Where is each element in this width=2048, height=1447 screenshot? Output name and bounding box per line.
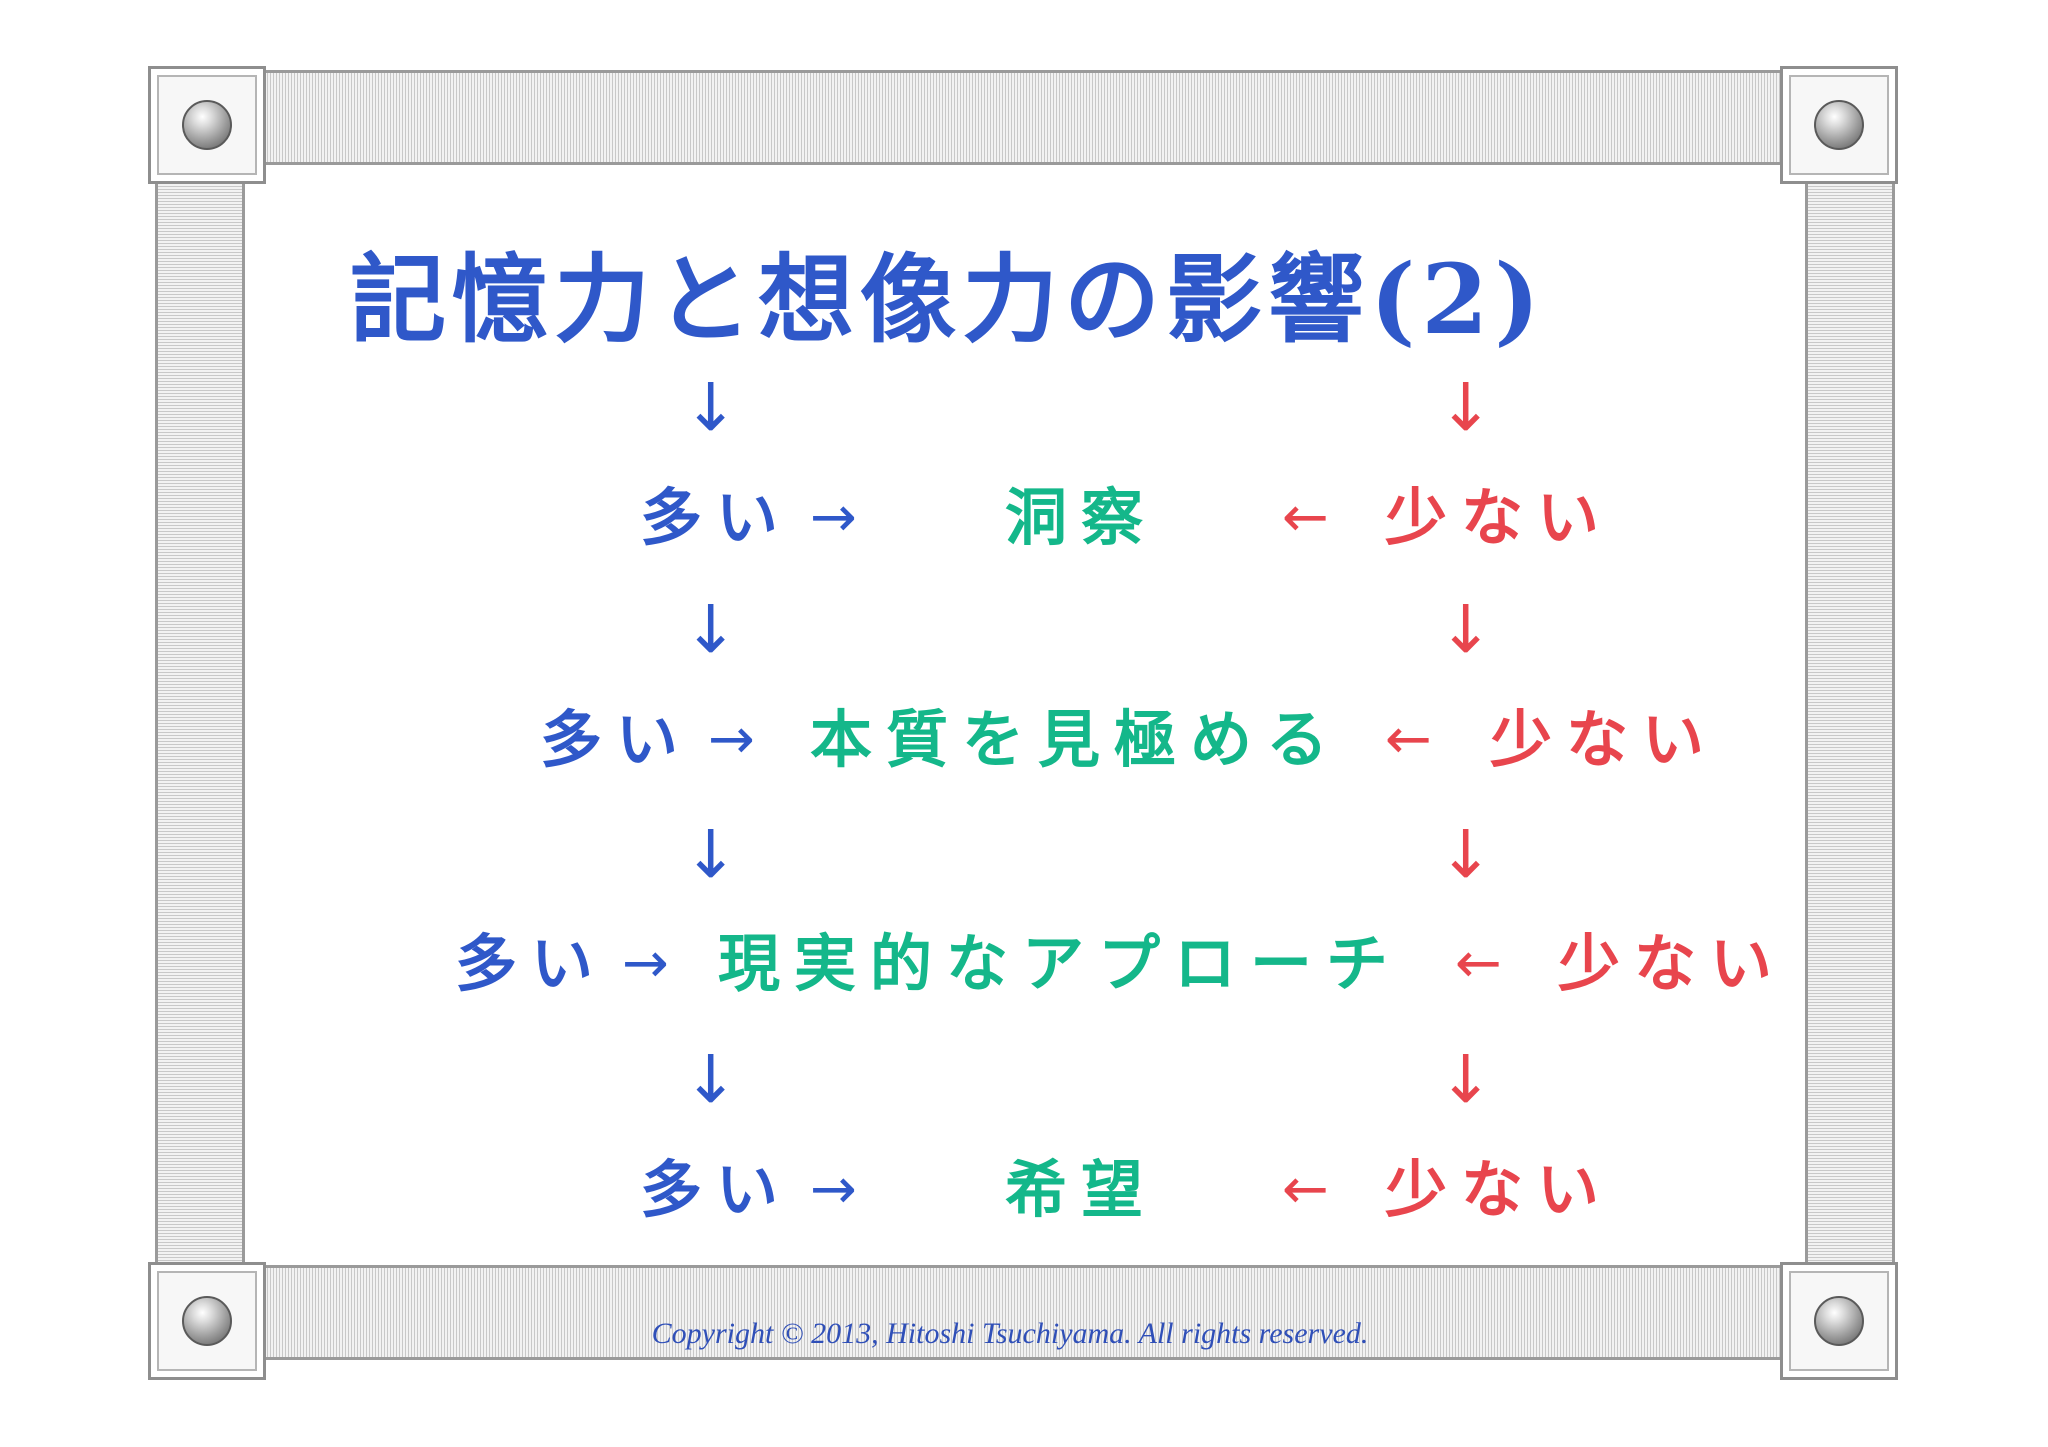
content-area bbox=[245, 165, 1805, 1265]
down-arrow-right-4: ↓ bbox=[1438, 1041, 1494, 1118]
rivet-icon bbox=[1814, 1296, 1864, 1346]
row-1-left-arrow: ← bbox=[1282, 485, 1329, 550]
row-3-left-label: 多い bbox=[455, 927, 608, 1000]
page-title: 記憶力と想像力の影響(2) bbox=[350, 243, 1546, 356]
row-1-right-arrow: → bbox=[810, 485, 857, 550]
rivet-icon bbox=[182, 100, 232, 150]
rivet-icon bbox=[182, 1296, 232, 1346]
frame-corner-top-left bbox=[148, 66, 266, 184]
row-3-right-label: 少ない bbox=[1558, 927, 1787, 1000]
row-2-right-arrow: → bbox=[708, 707, 755, 772]
frame-corner-bottom-right bbox=[1780, 1262, 1898, 1380]
row-2-left-arrow: ← bbox=[1385, 707, 1432, 772]
down-arrow-right-2: ↓ bbox=[1438, 591, 1494, 668]
row-3-right-arrow: → bbox=[622, 931, 669, 996]
row-3-left-arrow: ← bbox=[1455, 931, 1502, 996]
row-4-right-arrow: → bbox=[810, 1157, 857, 1222]
row-2-left-label: 多い bbox=[540, 703, 693, 776]
row-1-center-label: 洞察 bbox=[1005, 481, 1158, 554]
down-arrow-left-1: ↓ bbox=[683, 369, 739, 446]
frame-left-bar bbox=[155, 70, 245, 1360]
frame-top-bar bbox=[150, 70, 1898, 165]
frame-right-bar bbox=[1805, 70, 1895, 1360]
row-4-right-label: 少ない bbox=[1385, 1153, 1614, 1226]
row-3-center-label: 現実的なアプローチ bbox=[718, 927, 1403, 1000]
down-arrow-right-3: ↓ bbox=[1438, 816, 1494, 893]
frame-corner-top-right bbox=[1780, 66, 1898, 184]
down-arrow-left-2: ↓ bbox=[683, 591, 739, 668]
copyright-notice: Copyright © 2013, Hitoshi Tsuchiyama. Al… bbox=[651, 1317, 1369, 1350]
row-2-right-label: 少ない bbox=[1490, 703, 1719, 776]
down-arrow-left-4: ↓ bbox=[683, 1041, 739, 1118]
row-4-left-label: 多い bbox=[640, 1153, 793, 1226]
frame-corner-bottom-left bbox=[148, 1262, 266, 1380]
frame-bottom-bar bbox=[150, 1265, 1898, 1360]
down-arrow-right-1: ↓ bbox=[1438, 369, 1494, 446]
down-arrow-left-3: ↓ bbox=[683, 816, 739, 893]
row-1-left-label: 多い bbox=[640, 481, 793, 554]
rivet-icon bbox=[1814, 100, 1864, 150]
row-4-center-label: 希望 bbox=[1005, 1153, 1158, 1226]
row-1-right-label: 少ない bbox=[1385, 481, 1614, 554]
row-4-left-arrow: ← bbox=[1282, 1157, 1329, 1222]
row-2-center-label: 本質を見極める bbox=[810, 703, 1343, 776]
